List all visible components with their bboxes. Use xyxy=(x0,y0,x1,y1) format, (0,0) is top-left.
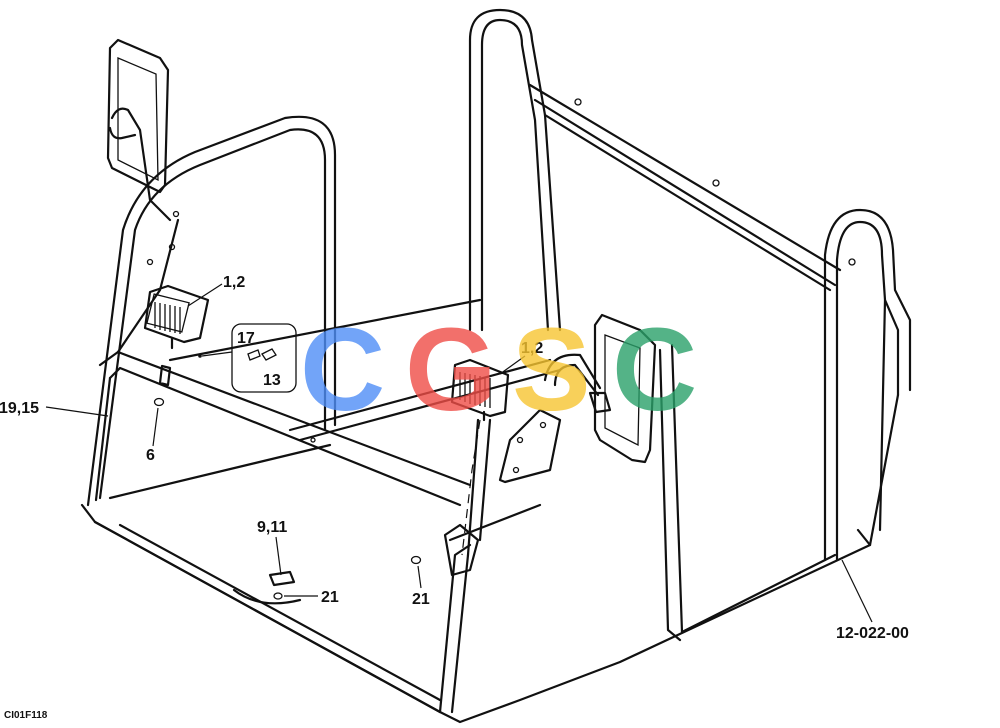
left-bracket xyxy=(153,364,172,407)
callout-frame-left: 19,15 xyxy=(0,400,39,417)
callout-assembly-ref: 12-022-00 xyxy=(836,625,909,642)
callout-nut-right: 21 xyxy=(412,591,430,608)
right-mirror xyxy=(498,313,657,484)
callout-lamp-left: 1,2 xyxy=(223,274,245,291)
leader-lines xyxy=(45,283,873,623)
detail-box xyxy=(198,323,297,393)
right-work-lamp xyxy=(450,358,510,422)
callout-nut-left: 6 xyxy=(146,447,155,464)
callout-detail-bottom: 13 xyxy=(263,372,281,389)
callout-bracket-bottom: 9,11 xyxy=(257,519,287,536)
watermark-letter-s: S xyxy=(512,304,591,436)
watermark-letter-c1: C xyxy=(300,304,385,436)
left-mirror xyxy=(106,38,172,222)
callout-detail-top: 17 xyxy=(237,330,255,347)
cable-dash-line xyxy=(461,419,481,556)
watermark-letter-g: G xyxy=(405,304,497,436)
callout-labels: 1,2 1,2 17 13 19,15 6 9,11 21 21 12-022-… xyxy=(0,274,909,721)
callout-lamp-right: 1,2 xyxy=(521,340,543,357)
bottom-bracket xyxy=(232,570,302,605)
watermark-letter-c2: C xyxy=(612,304,697,436)
watermark-logo: C G S C xyxy=(300,304,697,436)
drawing-code: CI01F118 xyxy=(4,710,48,721)
cab-guard-frame xyxy=(80,8,912,724)
right-plate xyxy=(410,523,480,577)
callout-nut-bottom: 21 xyxy=(321,589,339,606)
left-work-lamp xyxy=(143,284,210,350)
